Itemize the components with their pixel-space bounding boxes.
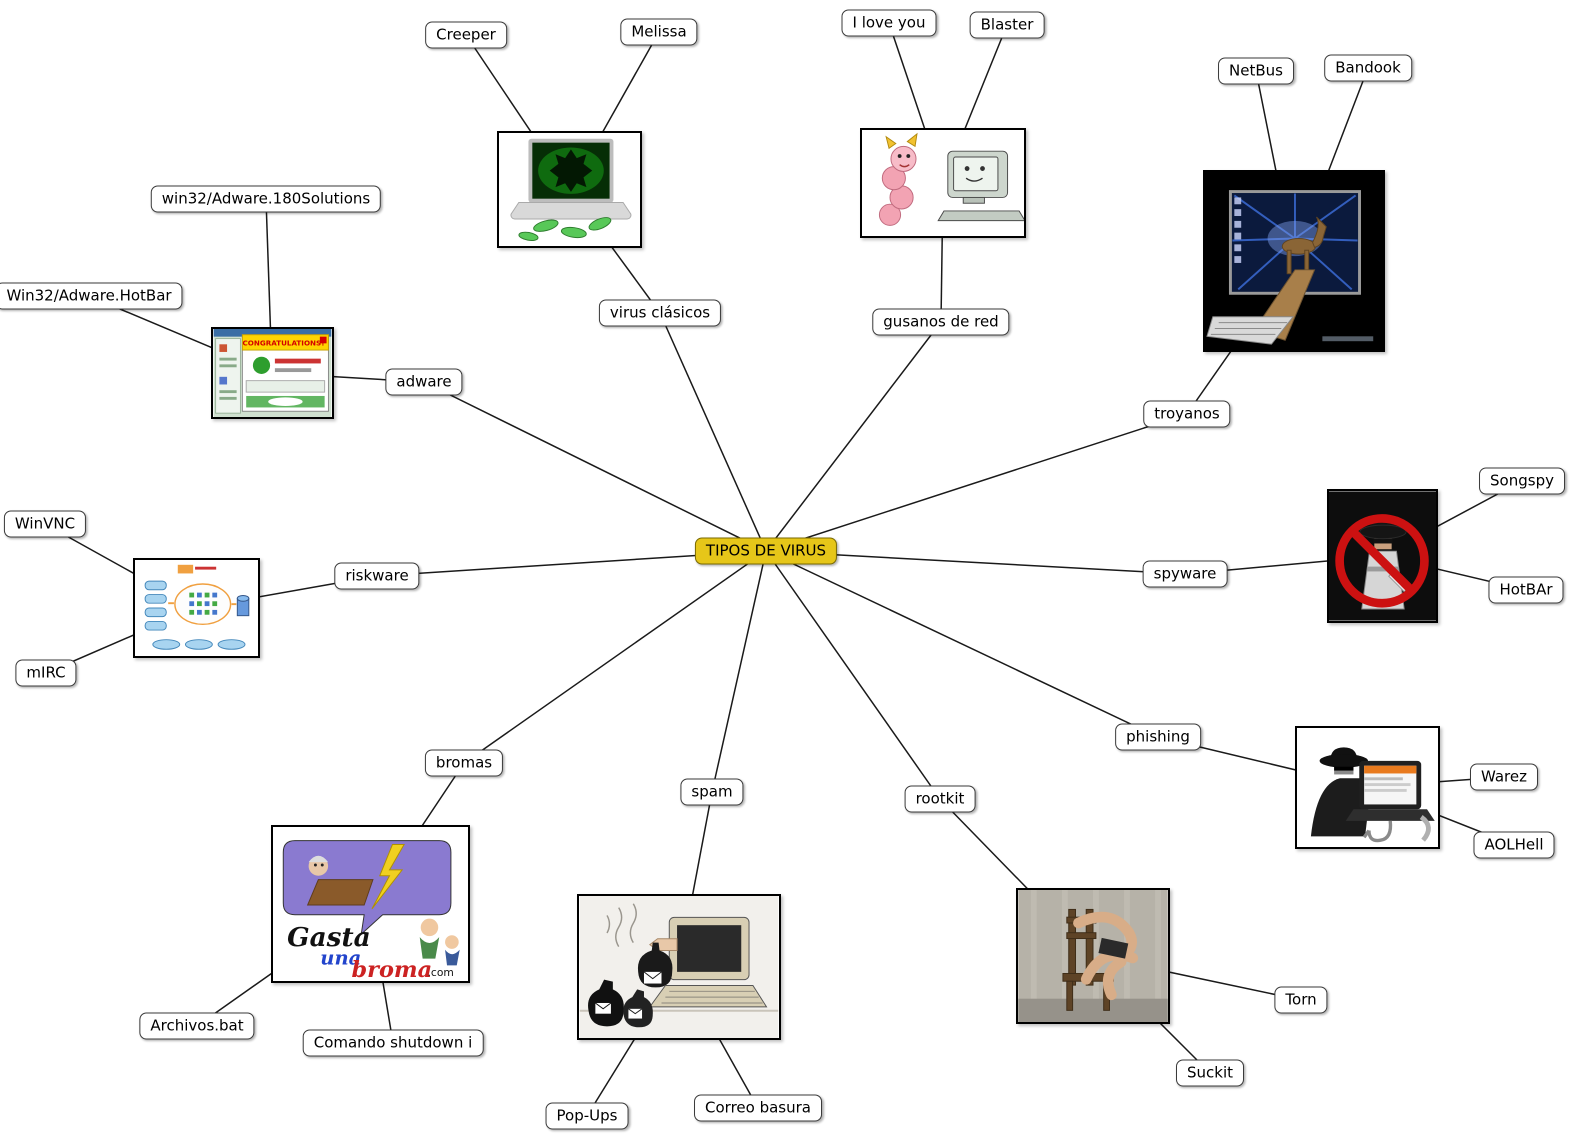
node-netbus[interactable]: NetBus	[1218, 57, 1294, 85]
node-warez[interactable]: Warez	[1469, 763, 1539, 791]
node-pop-ups[interactable]: Pop-Ups	[545, 1102, 629, 1130]
adware-image[interactable]: CONGRATULATIONS!	[211, 327, 334, 419]
node-spyware[interactable]: spyware	[1142, 560, 1228, 588]
bromas-logo-una: una	[320, 946, 361, 969]
adware-popup-illustration: CONGRATULATIONS!	[213, 329, 332, 417]
trojan-horse-illustration	[1205, 172, 1383, 350]
spyware-image[interactable]	[1327, 489, 1438, 623]
spam-trashbags-illustration	[579, 896, 779, 1038]
troyanos-image[interactable]	[1203, 170, 1385, 352]
node-melissa[interactable]: Melissa	[620, 18, 698, 46]
riskware-diagram-illustration	[135, 560, 258, 656]
node-i-love-you[interactable]: I love you	[841, 9, 937, 37]
node-gusanos-de-red[interactable]: gusanos de red	[872, 308, 1010, 336]
node-virus-clasicos[interactable]: virus clásicos	[598, 299, 722, 327]
node-blaster[interactable]: Blaster	[969, 11, 1045, 39]
spam-image[interactable]	[577, 894, 781, 1040]
node-spam[interactable]: spam	[680, 778, 744, 806]
node-troyanos[interactable]: troyanos	[1143, 400, 1231, 428]
bromas-image[interactable]: Gasta una broma .com	[271, 825, 470, 983]
bromas-logo-com: .com	[428, 966, 454, 979]
bromas-logo-gasta: Gasta	[287, 922, 371, 953]
node-adware[interactable]: adware	[385, 368, 463, 396]
node-correo-basura[interactable]: Correo basura	[694, 1094, 822, 1122]
gusanos-de-red-image[interactable]	[860, 128, 1026, 238]
bromas-logo-broma: broma	[351, 957, 432, 981]
node-bromas[interactable]: bromas	[424, 749, 504, 777]
node-adware-180solutions[interactable]: win32/Adware.180Solutions	[150, 185, 382, 213]
node-songspy[interactable]: Songspy	[1479, 467, 1565, 495]
phishing-image[interactable]	[1295, 726, 1440, 849]
adware-banner-text: CONGRATULATIONS!	[243, 338, 325, 347]
node-mirc[interactable]: mIRC	[15, 659, 77, 687]
rootkit-image[interactable]	[1016, 888, 1170, 1024]
gasta-una-broma-illustration: Gasta una broma .com	[273, 827, 468, 981]
node-aolhell[interactable]: AOLHell	[1473, 831, 1555, 859]
node-riskware[interactable]: riskware	[334, 562, 420, 590]
node-hotbar[interactable]: HotBAr	[1488, 576, 1564, 604]
virus-clasicos-image[interactable]	[497, 131, 642, 248]
node-winvnc[interactable]: WinVNC	[3, 510, 87, 538]
rootkit-chair-illustration	[1018, 890, 1168, 1022]
node-archivos-bat[interactable]: Archivos.bat	[139, 1012, 255, 1040]
spy-prohibition-illustration	[1329, 491, 1436, 621]
node-torn[interactable]: Torn	[1274, 986, 1328, 1014]
node-phishing[interactable]: phishing	[1115, 723, 1201, 751]
virus-laptop-illustration	[499, 133, 640, 246]
node-rootkit[interactable]: rootkit	[904, 785, 976, 813]
node-tipos-de-virus[interactable]: TIPOS DE VIRUS	[694, 537, 838, 565]
phisher-laptop-illustration	[1297, 728, 1438, 847]
riskware-image[interactable]	[133, 558, 260, 658]
worm-computer-illustration	[863, 130, 1024, 236]
node-bandook[interactable]: Bandook	[1324, 54, 1412, 82]
node-adware-hotbar[interactable]: Win32/Adware.HotBar	[0, 282, 183, 310]
node-comando-shutdown[interactable]: Comando shutdown i	[302, 1029, 484, 1057]
node-suckit[interactable]: Suckit	[1175, 1059, 1245, 1087]
node-creeper[interactable]: Creeper	[425, 21, 507, 49]
